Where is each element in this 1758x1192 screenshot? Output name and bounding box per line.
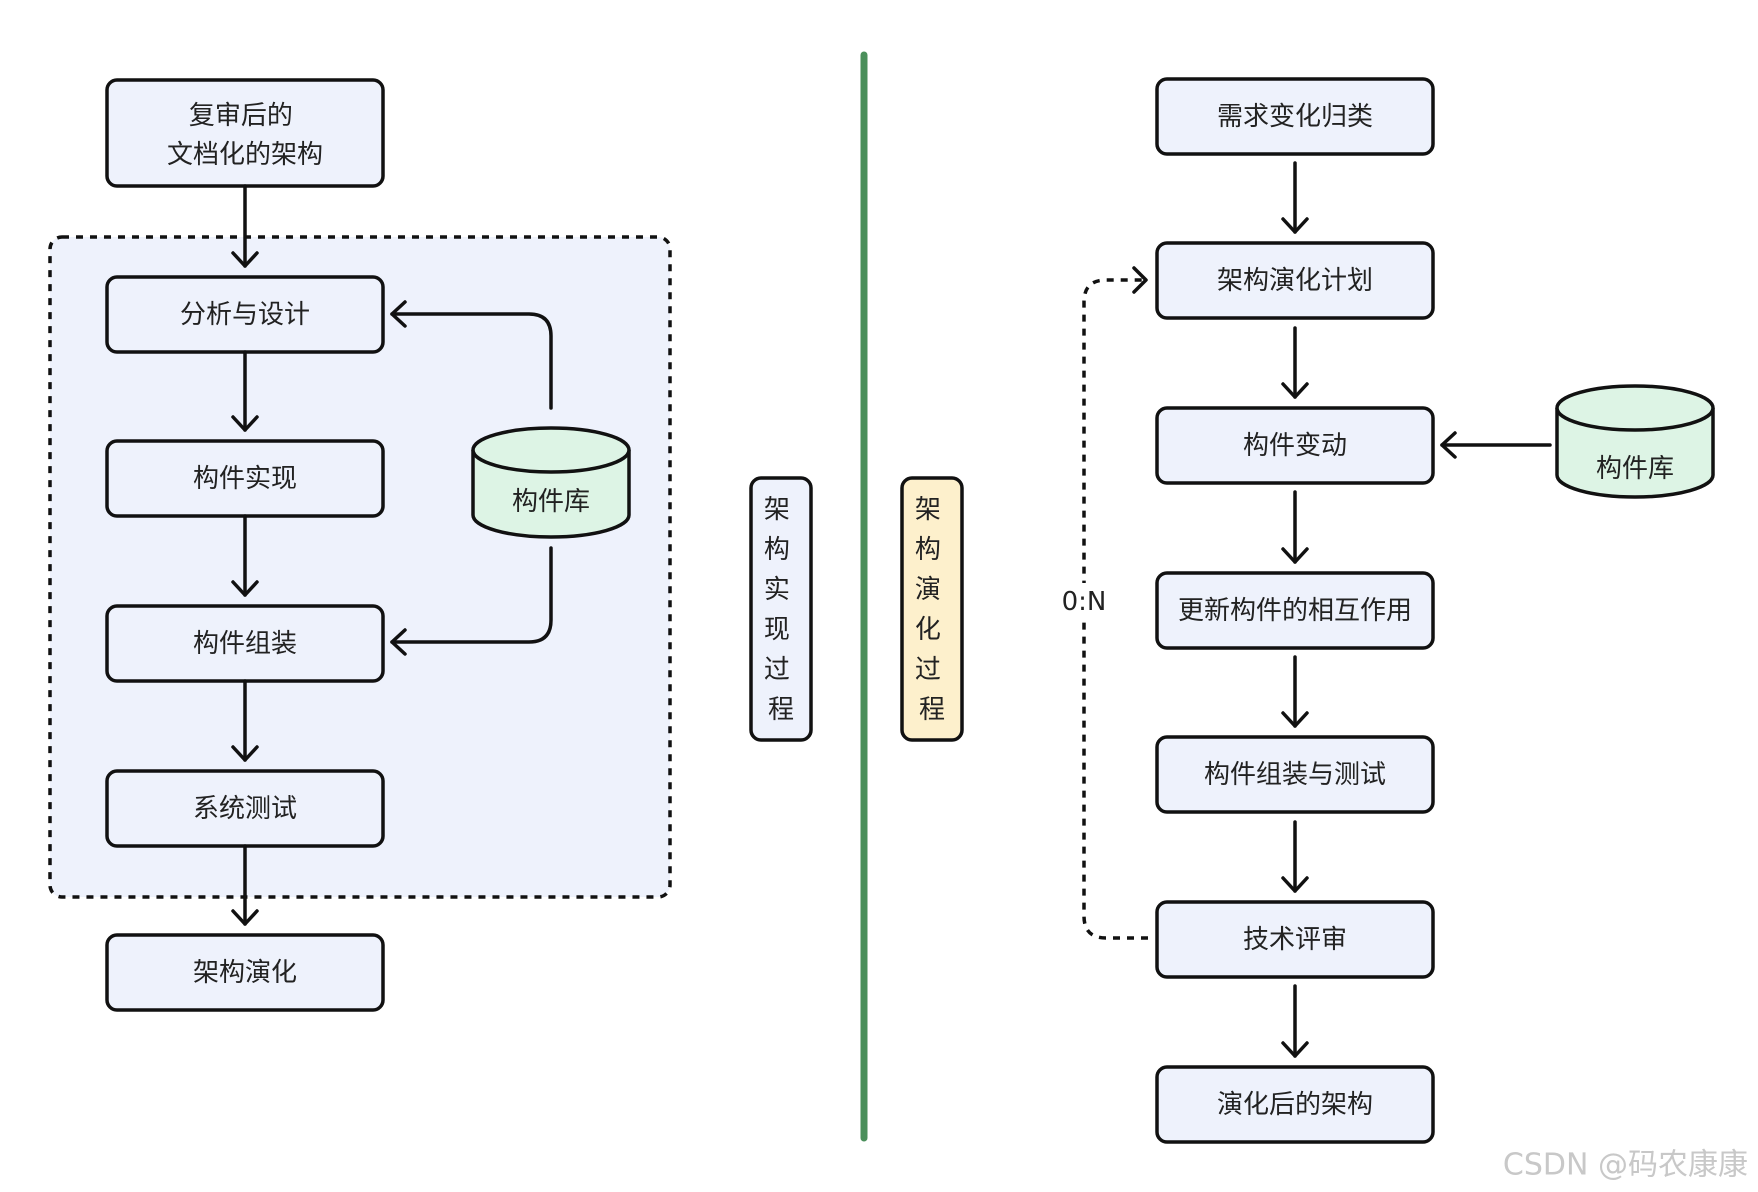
label-evolution-process: 架 构 演 化 过 程 bbox=[900, 476, 964, 742]
node-component-impl-label: 构件实现 bbox=[193, 464, 297, 494]
edge-reviewed-to-analysis bbox=[231, 184, 259, 268]
node-analysis-design-label: 分析与设计 bbox=[180, 300, 310, 330]
edge-analysis-to-impl bbox=[231, 350, 259, 432]
node-req-classify: 需求变化归类 bbox=[1155, 77, 1435, 156]
right-component-library-label: 构件库 bbox=[1596, 454, 1674, 484]
node-evo-plan: 架构演化计划 bbox=[1155, 241, 1435, 320]
node-update-interaction-label: 更新构件的相互作用 bbox=[1178, 596, 1412, 626]
node-reviewed-arch-line1: 复审后的 bbox=[189, 101, 293, 131]
label-implementation-process-text: 架 构 实 现 过 程 bbox=[764, 495, 798, 725]
left-component-library-label: 构件库 bbox=[512, 487, 590, 517]
implementation-group-container bbox=[48, 235, 672, 899]
node-tech-review: 技术评审 bbox=[1155, 900, 1435, 979]
node-reviewed-arch-label: 复审后的 文档化的架构 bbox=[167, 101, 323, 170]
watermark-text: CSDN @码农康康 bbox=[1503, 1148, 1748, 1183]
node-system-test: 系统测试 bbox=[105, 769, 385, 848]
edge-change-to-update bbox=[1281, 490, 1309, 564]
node-component-change-label: 构件变动 bbox=[1243, 431, 1347, 461]
node-evo-plan-label: 架构演化计划 bbox=[1217, 266, 1373, 296]
left-component-library-cylinder: 构件库 bbox=[471, 426, 631, 539]
node-arch-evolution: 架构演化 bbox=[105, 933, 385, 1012]
node-component-impl: 构件实现 bbox=[105, 439, 385, 518]
node-component-assembly: 构件组装 bbox=[105, 604, 385, 683]
node-req-classify-label: 需求变化归类 bbox=[1217, 102, 1373, 132]
edge-impl-to-assembly bbox=[231, 514, 259, 597]
node-component-change: 构件变动 bbox=[1155, 406, 1435, 485]
node-arch-evolution-label: 架构演化 bbox=[193, 958, 297, 988]
node-analysis-design: 分析与设计 bbox=[105, 275, 385, 354]
edge-review-to-evolved bbox=[1281, 984, 1309, 1058]
edge-plan-to-change bbox=[1281, 326, 1309, 399]
edge-update-to-assembly bbox=[1281, 655, 1309, 728]
loop-label-bg bbox=[1060, 583, 1108, 621]
edge-test-to-evolution bbox=[231, 844, 259, 926]
label-evolution-process-text: 架 构 演 化 过 程 bbox=[915, 495, 949, 725]
edge-library-to-assembly bbox=[390, 546, 553, 656]
edge-classify-to-plan bbox=[1281, 161, 1309, 234]
node-tech-review-label: 技术评审 bbox=[1243, 925, 1347, 955]
node-component-assembly-label: 构件组装 bbox=[193, 629, 297, 659]
node-evolved-arch: 演化后的架构 bbox=[1155, 1065, 1435, 1144]
loop-label: 0:N bbox=[1062, 587, 1107, 617]
node-assembly-test: 构件组装与测试 bbox=[1155, 735, 1435, 814]
node-assembly-test-label: 构件组装与测试 bbox=[1204, 760, 1386, 790]
node-update-interaction: 更新构件的相互作用 bbox=[1155, 571, 1435, 650]
node-reviewed-arch-line2: 文档化的架构 bbox=[167, 140, 323, 170]
node-reviewed-arch: 复审后的 文档化的架构 bbox=[105, 78, 385, 188]
node-evolved-arch-label: 演化后的架构 bbox=[1217, 1090, 1373, 1120]
edge-assembly-to-test bbox=[231, 679, 259, 762]
edge-library-to-analysis bbox=[390, 300, 553, 410]
edge-assembly-to-review bbox=[1281, 820, 1309, 893]
right-component-library-cylinder: 构件库 bbox=[1555, 384, 1715, 499]
label-implementation-process: 架 构 实 现 过 程 bbox=[749, 476, 813, 742]
node-system-test-label: 系统测试 bbox=[193, 794, 297, 824]
edge-library-to-change bbox=[1440, 431, 1552, 459]
